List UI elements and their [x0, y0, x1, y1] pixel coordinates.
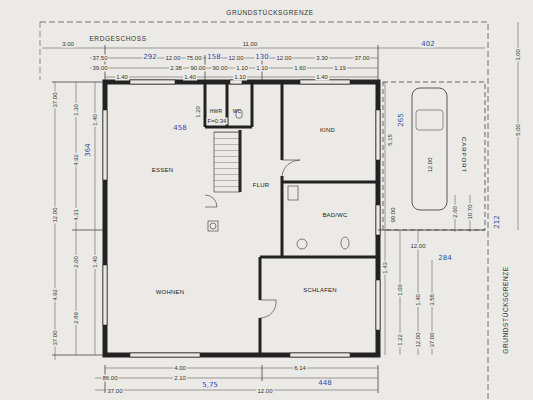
dimension-label: 2.89 [73, 311, 80, 325]
dimension-label: 1.40 [92, 255, 99, 269]
dimension-label: 1.40 [183, 74, 197, 81]
dimension-label: 1.19 [333, 65, 347, 72]
handwritten-dimension: 5,75 [201, 382, 219, 389]
dimension-label: 12.00 [256, 388, 273, 395]
dimension-label: 75.00 [185, 55, 202, 62]
handwritten-dimension: 158 [206, 54, 221, 61]
dimension-label: 1.10 [255, 65, 269, 72]
room-name: BAD/WC [322, 212, 347, 218]
room-area: HWR [206, 104, 226, 118]
dimension-label: 90.00 [390, 206, 397, 223]
dimension-label: 12.00 [52, 206, 59, 223]
dimension-label: 12.00 [415, 331, 422, 348]
room-area: CARPORT [450, 110, 478, 200]
room-name: SCHLAFEN [303, 287, 337, 293]
dimension-label: 6.14 [293, 365, 307, 372]
room-area: WC [228, 104, 246, 118]
room-area: WOHNEN [120, 280, 220, 304]
room-name: CARPORT [461, 137, 467, 173]
dimension-label: 3.00 [515, 48, 522, 62]
dimension-label: 12.00 [409, 243, 426, 250]
room-area: FLUR [242, 178, 280, 192]
dimension-label: 86.00 [101, 375, 118, 382]
dimension-label: 1.43 [382, 261, 389, 275]
dimension-label: 1.20 [195, 105, 202, 119]
dimension-label: 39.00 [91, 65, 108, 72]
dimension-label: 12.00 [164, 55, 181, 62]
dimension-label: ERDGESCHOSS [88, 35, 147, 42]
dimension-label: 37.00 [429, 331, 436, 348]
dimension-label: 1.60 [293, 65, 307, 72]
dimension-label: 37.50 [91, 55, 108, 62]
dimension-label: 4.00 [173, 365, 187, 372]
dimension-label: 2.60 [452, 205, 459, 219]
handwritten-dimension: 292 [142, 54, 157, 61]
dimension-label: 12.00 [275, 55, 292, 62]
dimension-label: 11.00 [242, 41, 259, 48]
dimension-label: 12.00 [427, 156, 434, 173]
handwritten-dimension: 402 [420, 41, 435, 48]
dimension-label: 2.10 [173, 375, 187, 382]
dimension-label: 5.00 [515, 123, 522, 137]
dimension-label: 4.92 [52, 288, 59, 302]
dimension-label: 12.00 [227, 55, 244, 62]
handwritten-dimension: 458 [172, 125, 187, 132]
dimension-label: 1.40 [115, 74, 129, 81]
dimension-label: F=0.34 [207, 118, 228, 125]
handwritten-dimension: 265 [398, 112, 405, 127]
room-name: WC [233, 108, 242, 114]
room-area: KIND [285, 115, 370, 145]
dimension-label: 1.00 [397, 283, 404, 297]
dimension-label: GRUNDSTÜCKSGRENZE [502, 265, 509, 354]
dimension-label: 1.10 [235, 65, 249, 72]
handwritten-dimension: 284 [437, 255, 452, 262]
handwritten-dimension: 448 [317, 380, 332, 387]
dimension-label: 3.30 [315, 55, 329, 62]
dimension-label: 37.00 [52, 329, 59, 346]
dimension-label: 1.22 [397, 333, 404, 347]
dimension-label: 2.00 [73, 255, 80, 269]
dimension-label: 4.92 [73, 153, 80, 167]
dimension-label: 1.30 [73, 103, 80, 117]
dimension-label: 1.40 [415, 293, 422, 307]
dimension-label: 37.00 [52, 91, 59, 108]
room-name: WOHNEN [156, 289, 185, 295]
room-area: SCHLAFEN [270, 280, 370, 300]
dimension-label: 37.00 [353, 55, 370, 62]
handwritten-dimension: 130 [254, 54, 269, 61]
room-name: HWR [210, 108, 223, 114]
room-name: FLUR [253, 182, 269, 188]
dimension-label: 1.40 [92, 113, 99, 127]
handwritten-dimension: 364 [85, 142, 92, 157]
dimension-label: 4.31 [73, 208, 80, 222]
dimension-label: 90.00 [211, 65, 228, 72]
dimension-label: 1.10 [233, 74, 247, 81]
room-area: BAD/WC [300, 205, 370, 225]
dimension-label: 3.58 [429, 293, 436, 307]
dimension-label: 5.15 [387, 133, 394, 147]
room-name: KIND [320, 127, 335, 133]
room-area: ESSEN [120, 150, 205, 190]
dimension-label: GRUNDSTÜCKSGRENZE [225, 9, 314, 16]
dimension-label: 3.00 [61, 41, 75, 48]
room-name: ESSEN [152, 167, 173, 173]
dimension-label: 10.70 [467, 203, 474, 220]
dimension-label: 2.38 [169, 65, 183, 72]
handwritten-dimension: 212 [494, 214, 501, 229]
dimension-label: 1.40 [315, 74, 329, 81]
dimension-label: 90.00 [189, 65, 206, 72]
dimension-label: 37.00 [106, 388, 123, 395]
